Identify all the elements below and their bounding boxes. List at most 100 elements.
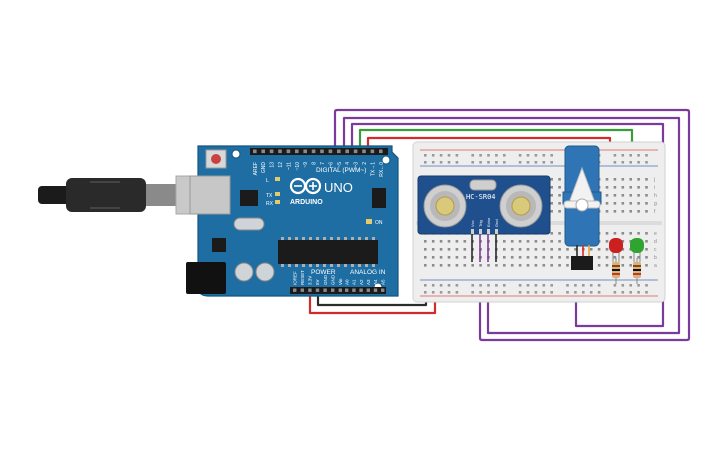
digital-pin-hole[interactable] <box>286 149 291 154</box>
row-letter: j <box>653 177 655 183</box>
digital-pin-hole[interactable] <box>261 149 265 154</box>
sensor-pin[interactable] <box>479 229 482 234</box>
sensor-model-label: HC-SR04 <box>466 193 496 201</box>
digital-pin-hole[interactable] <box>253 149 257 154</box>
on-label: ON <box>375 220 383 226</box>
row-letter: c <box>654 247 657 253</box>
power-pin-label: 3.3V <box>308 276 313 285</box>
digital-pin-hole[interactable] <box>320 149 324 154</box>
capacitor <box>234 262 254 282</box>
row-letter: i <box>654 185 655 191</box>
digital-pin-hole[interactable] <box>295 149 299 154</box>
sensor-pin-label: Gnd <box>494 219 499 227</box>
power-pin-label: GND <box>323 274 328 285</box>
digital-pin-label: TX→1 <box>370 162 376 176</box>
digital-pin-label: 8 <box>312 162 318 165</box>
power-pin-label: IOREF <box>292 271 297 285</box>
digital-pin-label: ~10 <box>295 162 301 171</box>
power-pin-label: Vin <box>338 278 343 285</box>
dc-power-jack <box>186 262 226 294</box>
power-pin-hole[interactable] <box>300 288 304 292</box>
regulator <box>240 190 258 206</box>
sensor-crystal <box>469 179 497 191</box>
digital-pin-hole[interactable] <box>379 149 383 154</box>
sensor-pin-label: Vcc <box>470 220 475 227</box>
analog-pin-hole[interactable] <box>381 288 385 292</box>
analog-pin-label: A0 <box>344 279 349 285</box>
row-letter: g <box>654 201 657 207</box>
resistor-1[interactable] <box>612 258 620 284</box>
digital-pin-hole[interactable] <box>370 149 375 154</box>
row-letter: f <box>654 209 656 215</box>
analog-pin-hole[interactable] <box>366 288 370 292</box>
digital-pin-hole[interactable] <box>269 149 274 154</box>
analog-pin-label: A1 <box>352 279 357 285</box>
sensor-jumpers <box>471 234 497 262</box>
digital-pin-hole[interactable] <box>345 149 349 154</box>
analog-pin-hole[interactable] <box>359 288 363 292</box>
analog-pin-hole[interactable] <box>352 288 356 292</box>
tx-led <box>275 192 280 196</box>
power-pin-label: GND <box>330 274 335 285</box>
resistor-2[interactable] <box>633 258 641 284</box>
analog-pin-hole[interactable] <box>373 288 378 292</box>
sensor-pin[interactable] <box>495 229 498 234</box>
digital-pin-label: GND <box>261 162 267 174</box>
digital-pin-hole[interactable] <box>303 149 307 154</box>
digital-pin-label: ~3 <box>354 162 360 168</box>
analog-pin-label: A2 <box>359 279 364 285</box>
digital-pin-label: 2 <box>362 162 368 165</box>
analog-pin-label: A3 <box>366 279 371 285</box>
power-pin-hole[interactable] <box>331 288 335 292</box>
power-pin-hole[interactable] <box>323 288 327 292</box>
sensor-pin[interactable] <box>487 229 490 234</box>
rx-led <box>275 200 280 204</box>
on-led <box>366 219 372 224</box>
icsp-header <box>372 188 386 208</box>
digital-pin-holes <box>253 149 383 154</box>
wire-purple-1[interactable] <box>333 108 691 342</box>
usb-cable <box>38 175 211 215</box>
led-red[interactable] <box>609 238 623 262</box>
reset-button[interactable] <box>205 149 227 169</box>
ultrasonic-transducer-left <box>423 184 467 228</box>
power-pin-hole[interactable] <box>293 288 297 292</box>
digital-pin-label: 7 <box>320 162 326 165</box>
digital-pin-label: ~5 <box>337 162 343 168</box>
led-green[interactable] <box>630 238 644 262</box>
servo-connector <box>571 256 593 270</box>
digital-pin-hole[interactable] <box>353 149 358 154</box>
tx-label: TX <box>266 193 273 199</box>
row-letter: e <box>654 231 657 237</box>
analog-header-label: ANALOG IN <box>350 269 386 276</box>
chip-small <box>212 238 226 252</box>
digital-pin-label: 13 <box>270 162 276 168</box>
digital-pin-hole[interactable] <box>278 149 282 154</box>
crystal <box>233 217 265 231</box>
digital-pin-label: ~6 <box>328 162 334 168</box>
digital-pin-label: 4 <box>345 162 351 165</box>
digital-pin-hole[interactable] <box>362 149 366 154</box>
servo-motor[interactable] <box>562 145 602 270</box>
sensor-pin-label: Trig <box>478 220 483 227</box>
sensor-pin[interactable] <box>471 229 474 234</box>
sensor-pin-label: Echo <box>486 217 491 227</box>
brand-text: ARDUINO <box>290 199 323 206</box>
power-pin-hole[interactable] <box>308 288 312 292</box>
row-letter: a <box>654 263 657 269</box>
power-pin-hole[interactable] <box>338 288 342 292</box>
power-pin-hole[interactable] <box>315 288 320 292</box>
atmega-chip <box>278 237 378 267</box>
digital-pin-hole[interactable] <box>311 149 316 154</box>
digital-pin-hole[interactable] <box>337 149 341 154</box>
analog-pin-hole[interactable] <box>345 288 349 292</box>
digital-pin-hole[interactable] <box>328 149 333 154</box>
power-pin-label: RESET <box>300 270 305 285</box>
digital-header <box>250 148 388 155</box>
wire-purple-2[interactable] <box>342 116 681 335</box>
